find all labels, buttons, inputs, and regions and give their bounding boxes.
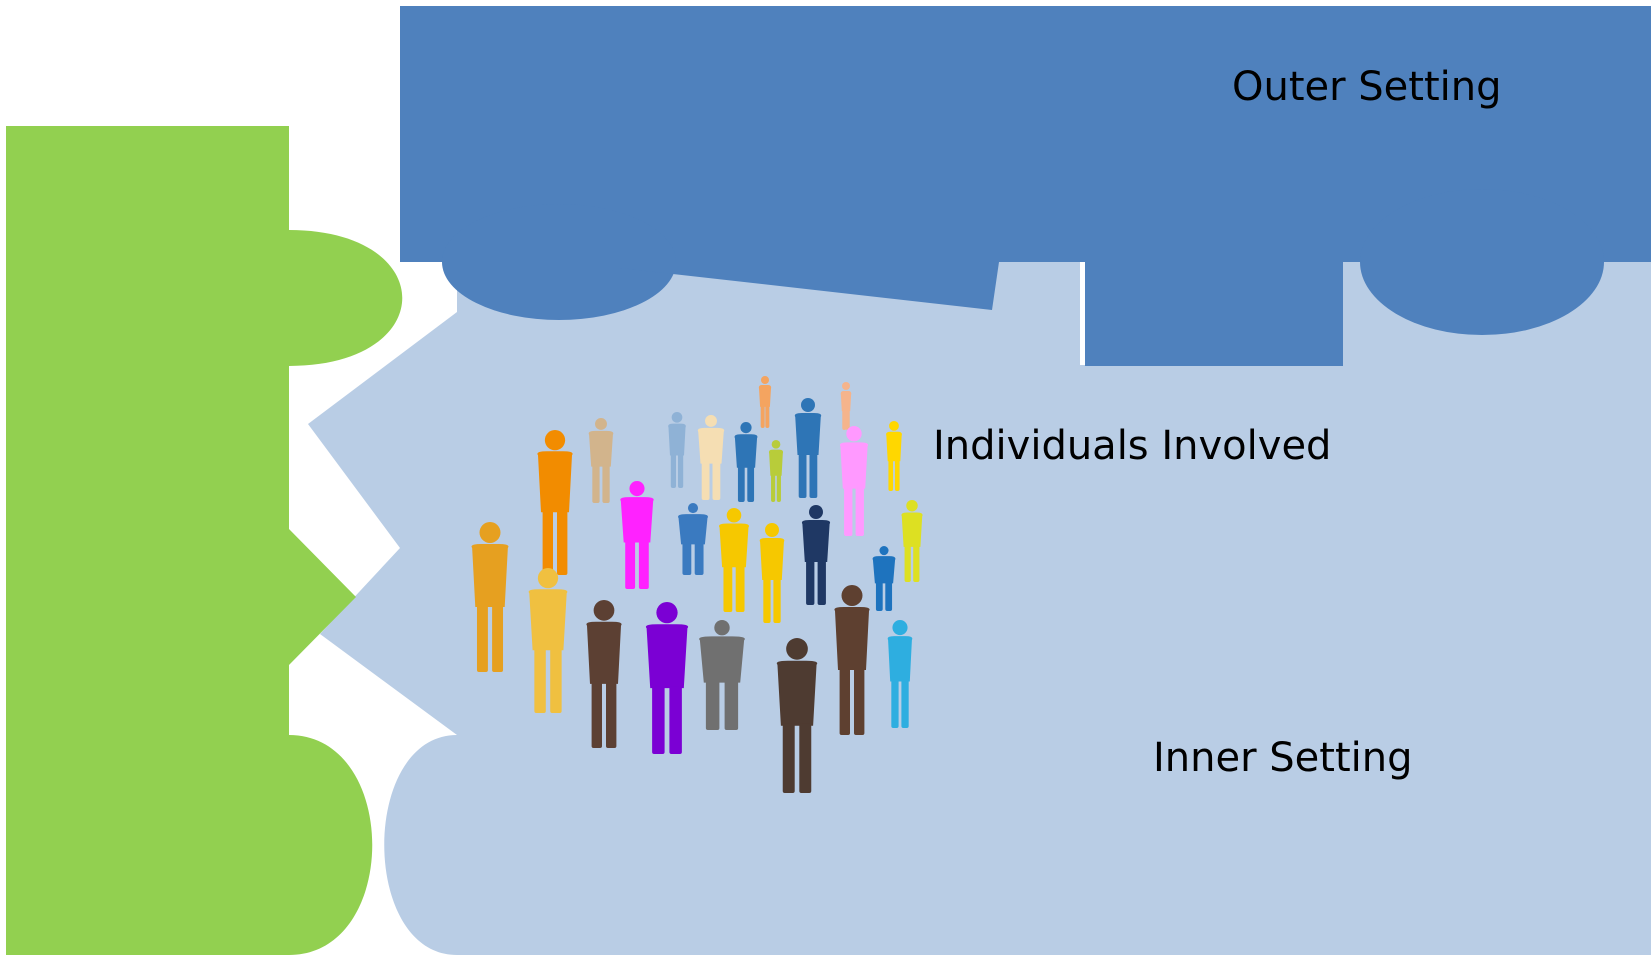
person-silhouette xyxy=(794,398,822,498)
person-silhouette xyxy=(528,568,568,713)
person-silhouette xyxy=(758,376,772,428)
person-silhouette xyxy=(471,522,509,672)
person-silhouette xyxy=(734,422,758,502)
person-silhouette xyxy=(768,440,784,502)
inner-setting-label: Inner Setting xyxy=(1153,735,1413,781)
person-silhouette xyxy=(886,421,902,491)
person-silhouette xyxy=(839,426,869,536)
person-silhouette xyxy=(697,415,725,500)
person-silhouette xyxy=(699,620,745,730)
person-silhouette xyxy=(668,412,686,488)
person-silhouette xyxy=(901,500,923,582)
person-silhouette xyxy=(586,600,622,748)
person-silhouette xyxy=(719,508,749,612)
inner-setting-piece xyxy=(308,262,1651,955)
person-silhouette xyxy=(678,503,708,575)
person-silhouette xyxy=(801,505,831,605)
person-silhouette xyxy=(834,585,870,735)
person-silhouette xyxy=(776,638,818,793)
person-silhouette xyxy=(620,481,654,589)
outer-setting-piece xyxy=(400,6,1651,366)
person-silhouette xyxy=(537,430,573,575)
person-silhouette xyxy=(588,418,614,503)
person-silhouette xyxy=(645,602,689,754)
person-silhouette xyxy=(759,523,785,623)
person-silhouette xyxy=(840,382,852,430)
outer-setting-label: Outer Setting xyxy=(1232,64,1502,110)
person-silhouette xyxy=(887,620,913,728)
green-puzzle-piece xyxy=(6,126,403,955)
people-silhouettes-group xyxy=(471,376,923,793)
person-silhouette xyxy=(872,546,896,611)
individuals-involved-label: Individuals Involved xyxy=(933,423,1331,469)
